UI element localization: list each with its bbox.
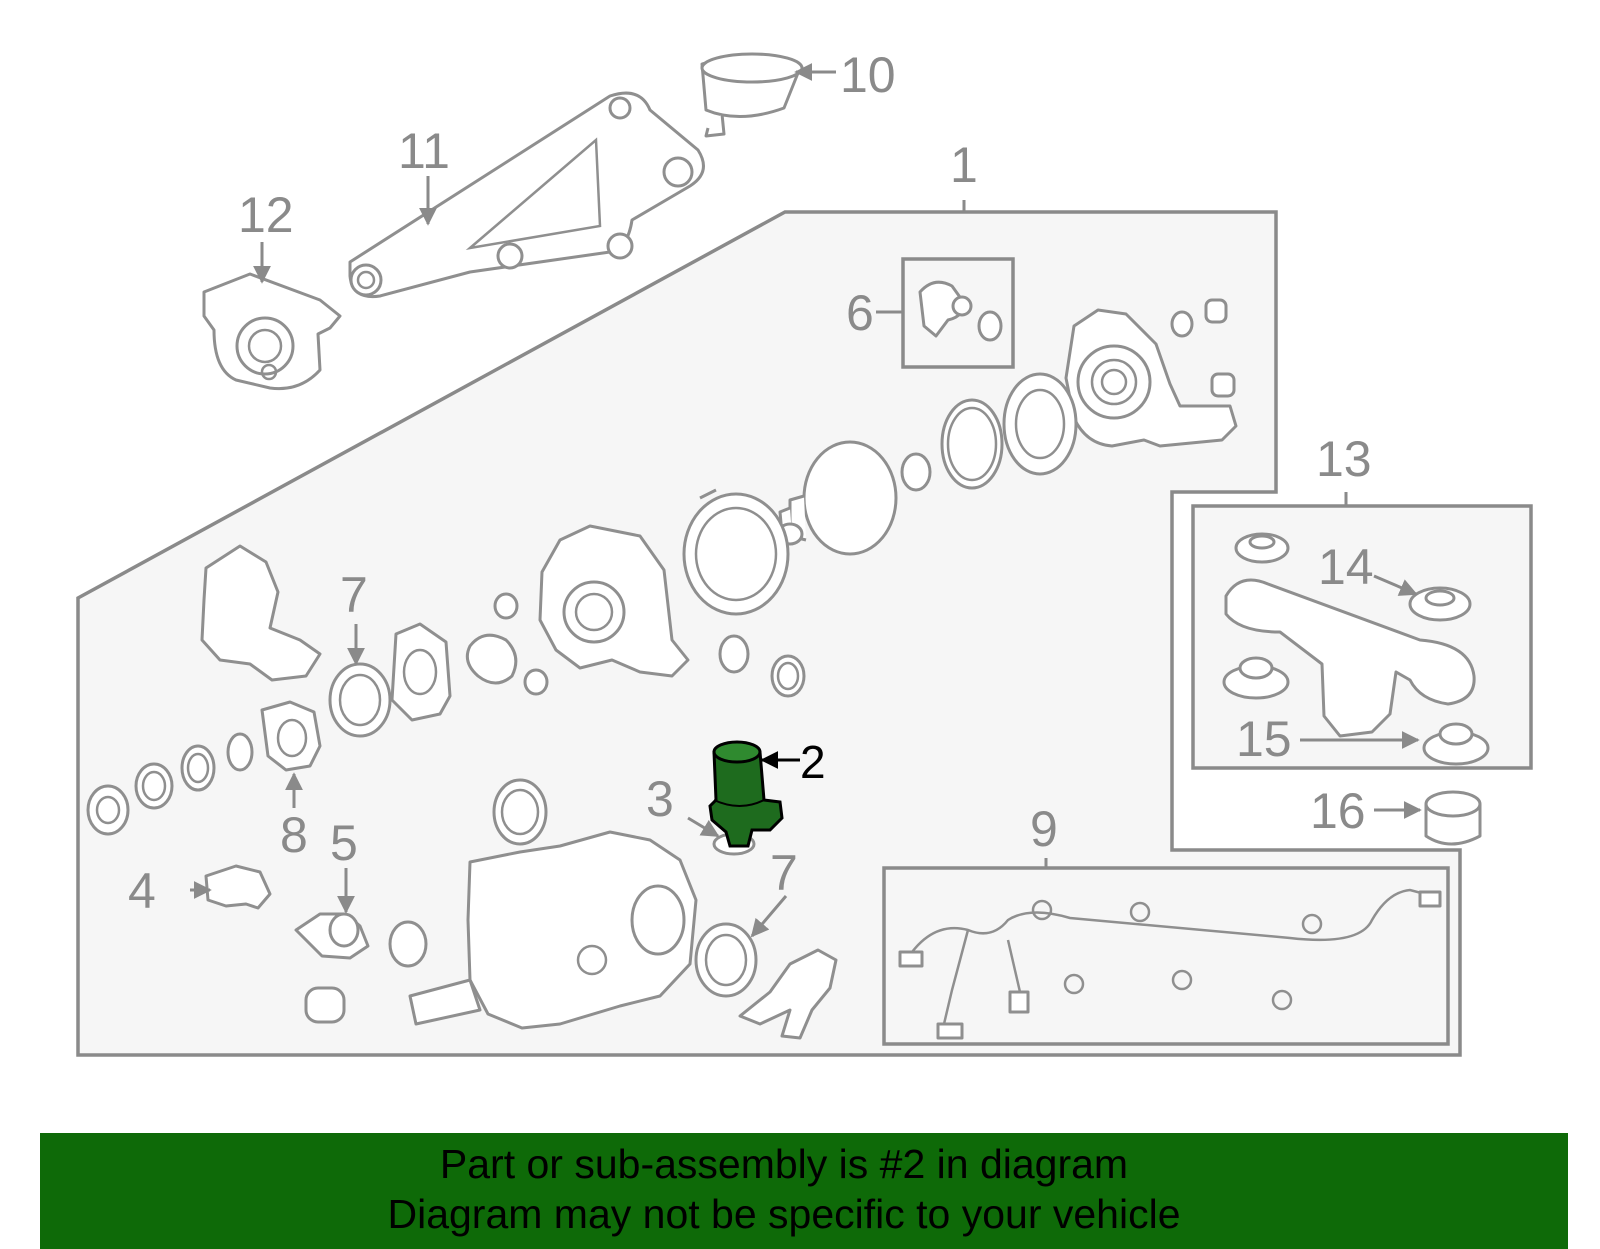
subframe-arm-part <box>348 91 705 299</box>
reservoir-cap-part <box>700 52 804 138</box>
gasket-part <box>465 592 549 696</box>
connector-part <box>204 864 272 910</box>
info-banner: Part or sub-assembly is #2 in diagram Di… <box>40 1133 1568 1249</box>
lower-bracket-part <box>738 948 838 1040</box>
banner-line-1: Part or sub-assembly is #2 in diagram <box>439 1141 1129 1187</box>
callout-15: 15 <box>1236 711 1292 767</box>
clutch-pack-part <box>776 372 1078 556</box>
callout-6: 6 <box>846 285 874 341</box>
harness-box <box>882 866 1450 1046</box>
callout-2: 2 <box>800 736 826 788</box>
mount-bracket-part <box>202 272 342 391</box>
sensor-part <box>918 280 1003 342</box>
callout-1: 1 <box>950 137 978 193</box>
banner-line-2: Diagram may not be specific to your vehi… <box>387 1191 1181 1237</box>
callout-9: 9 <box>1030 801 1058 857</box>
mount-kit-parts <box>1222 532 1490 766</box>
callout-8: 8 <box>280 807 308 863</box>
diff-cover-part <box>1064 308 1238 448</box>
callout-14: 14 <box>1318 539 1374 595</box>
bump-stop-part <box>1424 790 1482 846</box>
carrier-case-part <box>538 524 690 678</box>
callout-7-lower: 7 <box>770 845 798 901</box>
callout-13: 13 <box>1316 431 1372 487</box>
bushings-part <box>1170 298 1236 398</box>
callout-10: 10 <box>840 47 896 103</box>
callout-12: 12 <box>238 187 294 243</box>
housing-ring-part <box>682 488 790 616</box>
shims-part <box>86 732 254 836</box>
callout-7-upper: 7 <box>340 567 368 623</box>
callout-5: 5 <box>330 815 358 871</box>
bracket-part <box>200 544 322 682</box>
seal-flange-part <box>328 622 452 738</box>
seal-part <box>260 700 322 772</box>
motor-actuator-highlight <box>708 740 784 848</box>
wiring-harness-part <box>898 888 1442 1040</box>
callout-4: 4 <box>128 863 156 919</box>
speed-sensor-part <box>294 912 370 960</box>
washer-part <box>388 920 428 968</box>
callout-11: 11 <box>398 123 450 179</box>
gear-case-part <box>408 830 698 1030</box>
callout-16: 16 <box>1310 783 1366 839</box>
o-rings-part <box>718 634 806 698</box>
bushing-part <box>304 986 346 1024</box>
callout-3: 3 <box>646 771 674 827</box>
